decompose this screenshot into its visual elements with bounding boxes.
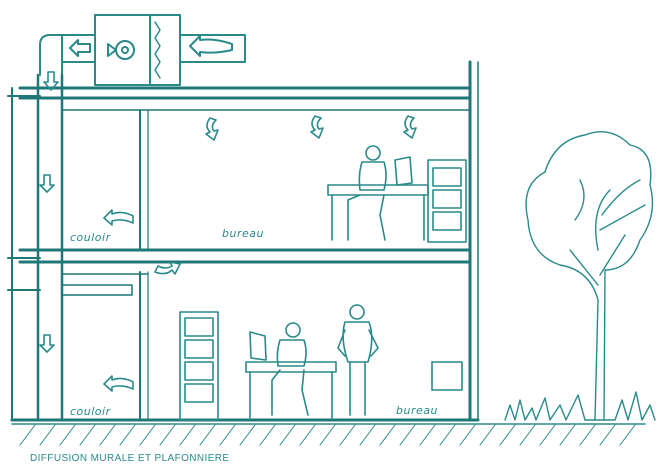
person-icon [286,323,300,337]
fan-icon [116,41,134,59]
lower-office-furniture [180,305,462,420]
ventilation-unit [40,15,245,85]
upper-office-furniture [328,146,466,242]
label-office-upper: bureau [222,227,264,240]
intake-arrow-icon [190,36,232,56]
person-icon [366,146,380,160]
label-corridor-upper: couloir [70,231,111,244]
label-corridor-lower: couloir [70,405,111,418]
ground-hatching [12,424,645,445]
flow-arrow-icon [70,40,90,56]
label-office-lower: bureau [396,404,438,417]
person-icon [350,305,364,319]
figure-caption: DIFFUSION MURALE ET PLAFONNIERE [30,453,229,464]
tree-illustration [505,132,655,420]
